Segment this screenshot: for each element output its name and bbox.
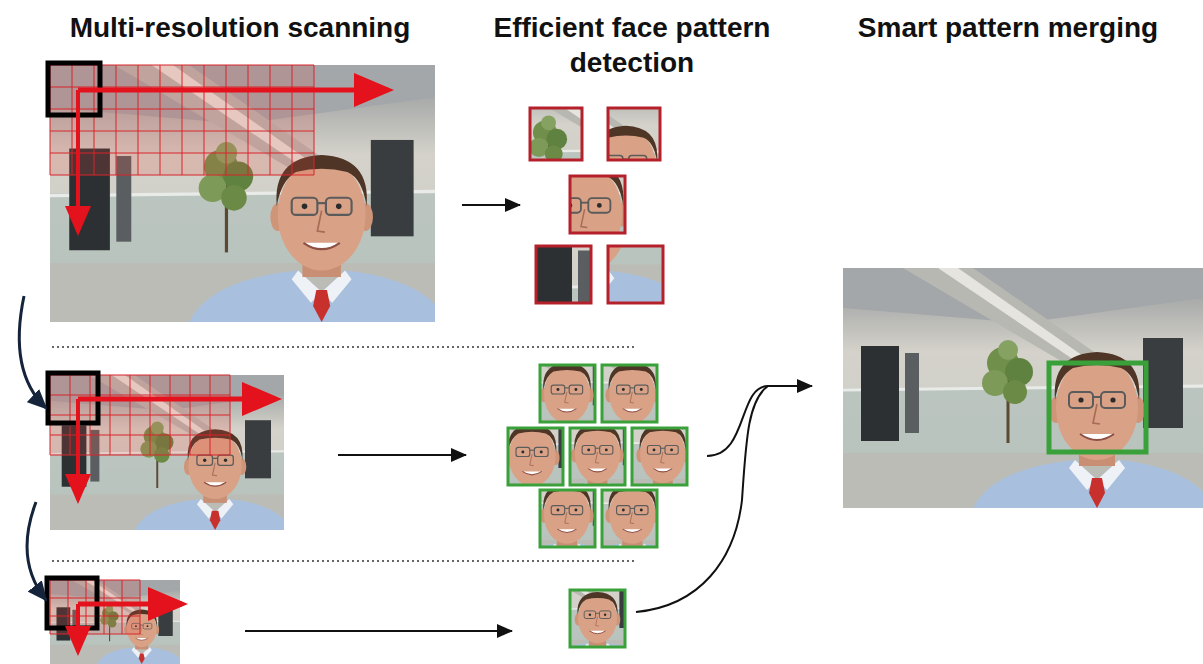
detected-face-box bbox=[1049, 363, 1146, 452]
scan-arrow bbox=[78, 397, 276, 402]
image-patch-part bbox=[426, 62, 702, 240]
image-level-2 bbox=[48, 373, 292, 530]
grid-line bbox=[94, 65, 95, 175]
column-heading: Multi-resolution scanning bbox=[18, 10, 462, 45]
image-level-3 bbox=[47, 578, 184, 664]
image-level-1-part bbox=[50, 65, 448, 322]
patch-border bbox=[632, 428, 687, 485]
grid-line bbox=[116, 65, 117, 175]
scan-arrow bbox=[76, 399, 80, 500]
image-patch bbox=[477, 552, 654, 664]
flow-arrow bbox=[462, 204, 520, 206]
label-slot: Multi-resolution scanning bbox=[18, 10, 462, 45]
image-patch-part-part bbox=[426, 62, 702, 240]
grid-line bbox=[50, 87, 314, 88]
patch-border bbox=[570, 590, 625, 647]
patch-border bbox=[602, 490, 657, 547]
grid-line bbox=[270, 65, 271, 175]
grid-line bbox=[314, 65, 315, 175]
patch-border bbox=[540, 490, 595, 547]
image-level-2-part bbox=[50, 375, 292, 530]
patch-border bbox=[608, 108, 660, 160]
grid-tint bbox=[50, 65, 314, 175]
grid-line bbox=[72, 65, 73, 175]
grid-line bbox=[138, 65, 139, 175]
grid-line bbox=[226, 65, 227, 175]
patch-border bbox=[570, 428, 625, 485]
patch-border bbox=[602, 365, 657, 422]
scan-arrow bbox=[76, 90, 80, 232]
rejected-patches bbox=[351, 62, 888, 406]
column-heading: Smart pattern merging bbox=[821, 10, 1195, 45]
patch-border bbox=[508, 428, 563, 485]
result-image-part-part bbox=[843, 268, 1203, 508]
scan-arrow bbox=[76, 604, 80, 652]
image-patch-part bbox=[355, 94, 697, 315]
image-patch-part bbox=[490, 436, 699, 571]
flow-arrow bbox=[338, 454, 466, 456]
label-slot: Smart pattern merging bbox=[821, 10, 1195, 45]
grid-line bbox=[50, 109, 314, 110]
patch-border bbox=[570, 176, 625, 233]
patch-border bbox=[540, 365, 595, 422]
grid-line bbox=[50, 395, 230, 396]
image-level-3-part-part bbox=[50, 580, 184, 664]
image-patch bbox=[490, 436, 699, 571]
flow-arrow bbox=[245, 630, 512, 632]
result-image bbox=[843, 268, 1203, 508]
grid-line bbox=[248, 65, 249, 175]
grid-line bbox=[122, 580, 123, 634]
image-level-1 bbox=[48, 63, 448, 322]
downscale-arrow bbox=[19, 296, 46, 408]
grid-line bbox=[160, 65, 161, 175]
image-patch bbox=[426, 62, 702, 240]
column-heading: Efficient face pattern detection bbox=[482, 10, 782, 80]
grid-line bbox=[104, 580, 105, 634]
grid-line bbox=[204, 65, 205, 175]
scan-arrow bbox=[78, 602, 182, 607]
separator-line bbox=[52, 346, 635, 348]
scan-arrow bbox=[78, 88, 388, 93]
result-image-part bbox=[843, 268, 1203, 508]
face-patches bbox=[387, 315, 728, 664]
separator-line bbox=[52, 560, 635, 562]
downscale-arrow bbox=[27, 502, 46, 600]
grid-line bbox=[50, 175, 314, 176]
grid-line bbox=[292, 65, 293, 175]
label-slot: Efficient face pattern detection bbox=[482, 10, 782, 80]
grid-line bbox=[50, 153, 314, 154]
image-level-1-part-part bbox=[50, 65, 448, 322]
image-level-2-part-part bbox=[50, 375, 292, 530]
grid-line bbox=[140, 580, 141, 634]
image-patch bbox=[355, 94, 697, 315]
grid-line bbox=[182, 65, 183, 175]
scan-grid bbox=[50, 65, 314, 175]
image-patch-part-part bbox=[490, 436, 699, 571]
grid-line bbox=[50, 131, 314, 132]
image-patch-part bbox=[477, 552, 654, 664]
patch-border bbox=[536, 246, 591, 303]
merge-arrow bbox=[636, 386, 768, 612]
image-patch-part-part bbox=[477, 552, 654, 664]
patch-border bbox=[530, 108, 582, 160]
image-level-3-part bbox=[50, 580, 184, 664]
grid-line bbox=[50, 634, 140, 635]
image-patch-part-part bbox=[355, 94, 697, 315]
patch-border bbox=[608, 246, 663, 303]
